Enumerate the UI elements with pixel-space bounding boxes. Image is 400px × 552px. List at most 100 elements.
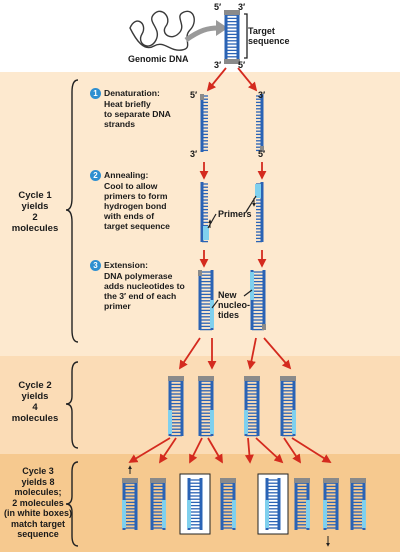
genomic-dna-squiggle	[129, 10, 195, 51]
new-strand-segment	[250, 272, 254, 300]
new-nucleotide-pointer-right	[243, 289, 253, 297]
step-title: Extension:	[104, 260, 148, 270]
primer-left	[203, 226, 209, 240]
new-strand-segment	[265, 500, 269, 528]
strand-backbone	[280, 376, 284, 436]
strand-end-cap	[198, 270, 202, 276]
strand-end-cap	[224, 59, 240, 64]
cycle2-bracket	[65, 361, 79, 449]
primer-pointer-left	[207, 213, 217, 229]
step-title: Annealing:	[104, 170, 149, 180]
strand-backbone	[292, 376, 296, 436]
target-match-box	[180, 474, 210, 534]
strand-backbone	[335, 478, 339, 530]
new-nucleotide-pointer-left	[211, 299, 219, 309]
cycle1-bracket	[65, 79, 79, 343]
new-strand-segment	[306, 500, 310, 528]
strand-backbone	[277, 478, 281, 530]
cycle2-label: Cycle 2 yields 4 molecules	[11, 380, 59, 424]
strand-backbone	[256, 376, 260, 436]
top-prime-3: 3′	[238, 2, 246, 12]
strand-backbone	[210, 376, 214, 436]
strand-backbone	[260, 182, 264, 242]
genomic-dna-label: Genomic DNA	[128, 54, 189, 64]
cycle3-arrow	[291, 437, 332, 463]
cycle3-arrow	[244, 437, 254, 464]
new-strand-segment	[292, 410, 296, 434]
denatured-strand-left	[200, 94, 208, 152]
target-sequence-label: Target sequence	[248, 26, 290, 46]
target-match-box	[258, 474, 288, 534]
new-strand-segment	[162, 500, 166, 528]
strand-end-cap	[200, 94, 204, 100]
new-strand-segment	[210, 410, 214, 434]
strand-backbone	[180, 376, 184, 436]
strand-backbone	[294, 478, 298, 530]
new-strand-segment	[122, 500, 126, 528]
step-number-2: 2	[90, 170, 101, 181]
step-text: DNA polymerase adds nucleotides to the 3…	[104, 271, 185, 311]
cycle3-label: Cycle 3 yields 8 molecules; 2 molecules …	[3, 466, 72, 539]
cycle3-bracket	[65, 461, 79, 547]
right-strand-prime-5: 5′	[258, 149, 266, 159]
strand-backbone	[350, 478, 354, 530]
strand-backbone	[200, 94, 204, 152]
cycle3-arrow	[159, 437, 177, 464]
denatured-strand-right	[256, 94, 264, 152]
cycle3-arrow	[207, 437, 223, 464]
new-strand-segment	[187, 500, 191, 528]
strand-end-cap	[262, 324, 266, 330]
step-number-1: 1	[90, 88, 101, 99]
genomic-to-target-arrow	[184, 25, 219, 43]
strand-end-cap	[224, 10, 240, 15]
new-strand-segment	[168, 410, 172, 434]
new-strand-segment	[232, 500, 236, 528]
new-strand-segment	[362, 500, 366, 528]
strand-backbone	[198, 270, 202, 330]
target-bracket	[244, 13, 248, 59]
cycle2-arrow	[263, 337, 292, 370]
cycle3-arrow	[128, 437, 171, 463]
target-match-box-border	[179, 473, 211, 535]
strand-end-cap	[280, 376, 296, 381]
strand-end-cap	[260, 146, 264, 152]
step-number-3: 3	[90, 260, 101, 271]
step-text: Cool to allow primers to form hydrogen b…	[104, 181, 170, 231]
left-strand-prime-3: 3′	[190, 149, 198, 159]
split-arrow-right	[237, 67, 258, 92]
strand-backbone	[150, 478, 154, 530]
new-nucleotides-label: New nucleo- tides	[218, 290, 251, 320]
strand-end-cap	[350, 478, 366, 483]
cycle2-molecule	[244, 376, 260, 437]
left-strand-prime-5: 5′	[190, 90, 198, 100]
step-text: Heat briefly to separate DNA strands	[104, 99, 171, 129]
cycle1-label: Cycle 1 yields 2 molecules	[11, 190, 59, 234]
top-prime-5: 5′	[214, 2, 222, 12]
top-prime-5b: 5′	[238, 60, 246, 70]
cycle3-arrow	[189, 437, 203, 464]
strand-end-cap	[122, 478, 138, 483]
primer-right	[255, 184, 261, 198]
new-strand-segment	[210, 300, 214, 328]
strand-backbone	[168, 376, 172, 436]
right-strand-prime-3: 3′	[258, 90, 266, 100]
strand-backbone	[199, 478, 203, 530]
strand-end-cap	[323, 478, 339, 483]
strand-backbone	[134, 478, 138, 530]
new-strand-segment	[244, 410, 248, 434]
target-match-box-border	[257, 473, 289, 535]
primers-label: Primers	[218, 209, 252, 219]
strand-backbone	[200, 182, 204, 242]
strand-end-cap	[150, 478, 166, 483]
split-arrow-left	[206, 67, 227, 92]
cycle2-arrow	[179, 337, 201, 370]
strand-backbone	[220, 478, 224, 530]
target-double-strand	[224, 10, 240, 64]
step-title: Denaturation:	[104, 88, 160, 98]
genomic-to-target-arrowhead	[216, 20, 228, 36]
strand-end-cap	[294, 478, 310, 483]
